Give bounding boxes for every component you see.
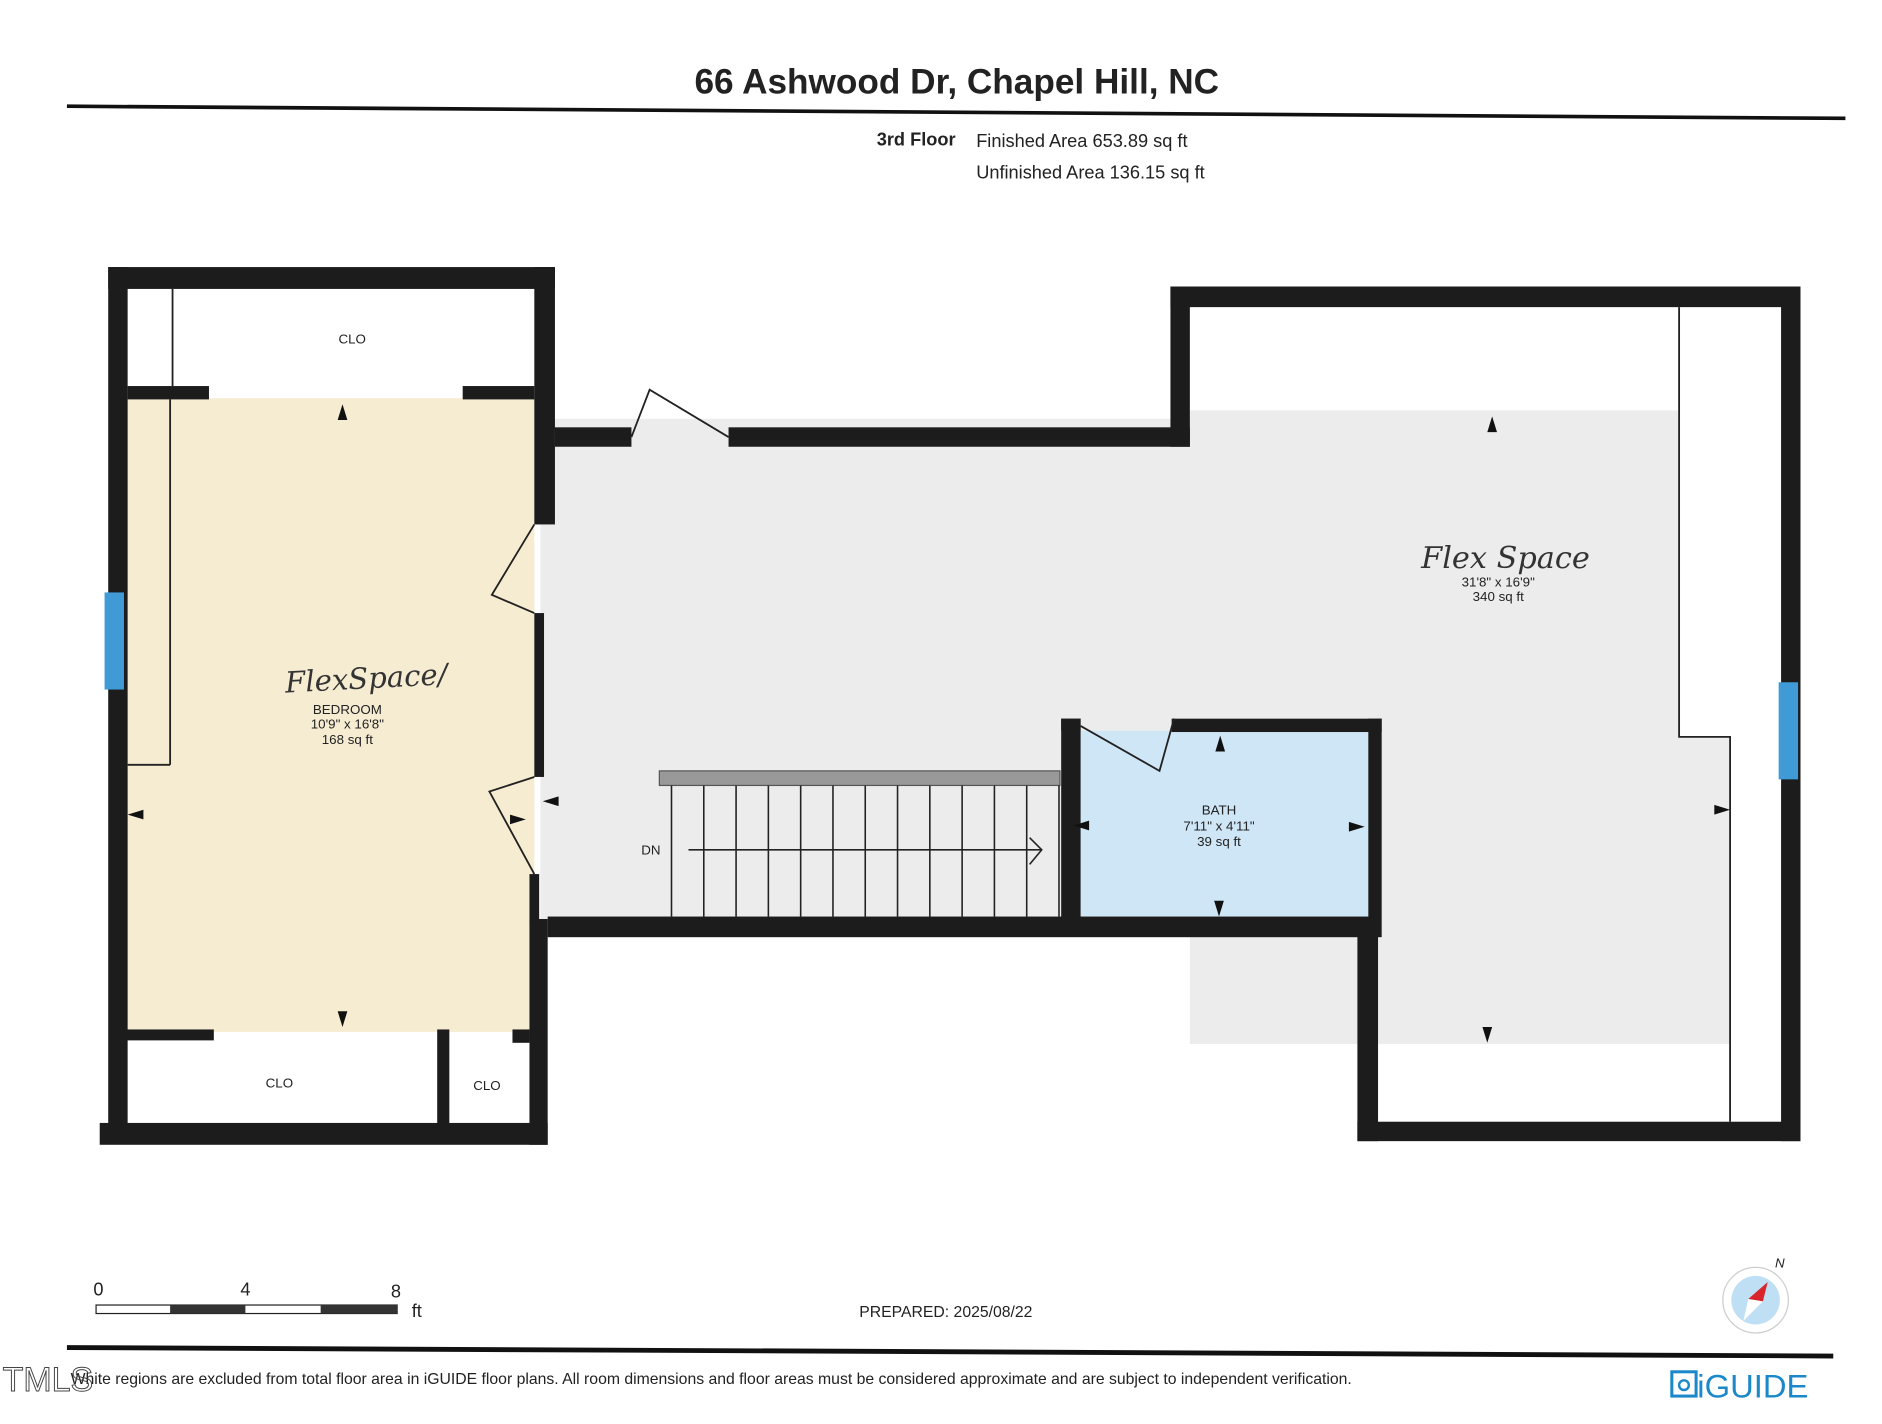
prepared-date: PREPARED: 2025/08/22 bbox=[859, 1304, 1032, 1321]
scale-tick: 4 bbox=[240, 1279, 250, 1299]
flex-area-label: 340 sq ft bbox=[1473, 589, 1524, 604]
watermark: TMLS bbox=[3, 1361, 94, 1399]
closet-label: CLO bbox=[473, 1078, 500, 1093]
stairs-dn-label: DN bbox=[641, 843, 660, 858]
floor-label: 3rd Floor bbox=[877, 130, 956, 150]
closet-label: CLO bbox=[339, 332, 366, 347]
footer-divider bbox=[66, 1345, 1834, 1359]
scale-tick: 0 bbox=[93, 1279, 103, 1299]
header-divider bbox=[66, 104, 1846, 121]
window-left bbox=[104, 592, 124, 690]
compass-north-label: N bbox=[1775, 1255, 1785, 1270]
stairs: DN bbox=[641, 770, 1061, 917]
unfinished-area: Unfinished Area 136.15 sq ft bbox=[976, 162, 1205, 182]
dimension-markers bbox=[127, 404, 1731, 1043]
scale-tick: 8 bbox=[391, 1282, 401, 1302]
bedroom-name: BEDROOM bbox=[313, 702, 382, 717]
scale-unit: ft bbox=[412, 1301, 422, 1321]
flex-handwritten-label: Flex Space bbox=[1420, 541, 1590, 576]
finished-area: Finished Area 653.89 sq ft bbox=[976, 131, 1187, 151]
disclaimer: White regions are excluded from total fl… bbox=[71, 1371, 1352, 1388]
scale-bar: 0 4 8 ft bbox=[93, 1279, 421, 1321]
iguide-logo: iGUIDE bbox=[1670, 1367, 1808, 1404]
window-right bbox=[1778, 682, 1799, 780]
bath-dims: 7'11" x 4'11" bbox=[1183, 818, 1254, 833]
bedroom-area bbox=[121, 398, 535, 1032]
bath-name: BATH bbox=[1202, 803, 1237, 818]
page-title: 66 Ashwood Dr, Chapel Hill, NC bbox=[694, 62, 1219, 101]
flex-dims: 31'8" x 16'9" bbox=[1462, 574, 1535, 589]
brand-name: iGUIDE bbox=[1697, 1367, 1808, 1404]
compass-icon: N bbox=[1722, 1255, 1789, 1334]
bedroom-dims: 10'9" x 16'8" bbox=[311, 716, 384, 731]
doors bbox=[488, 388, 1175, 875]
walls bbox=[99, 267, 1801, 1145]
closet-label: CLO bbox=[266, 1076, 293, 1091]
bath-area-label: 39 sq ft bbox=[1197, 834, 1241, 849]
bedroom-area-label: 168 sq ft bbox=[322, 732, 373, 747]
bath-area bbox=[1080, 730, 1369, 917]
